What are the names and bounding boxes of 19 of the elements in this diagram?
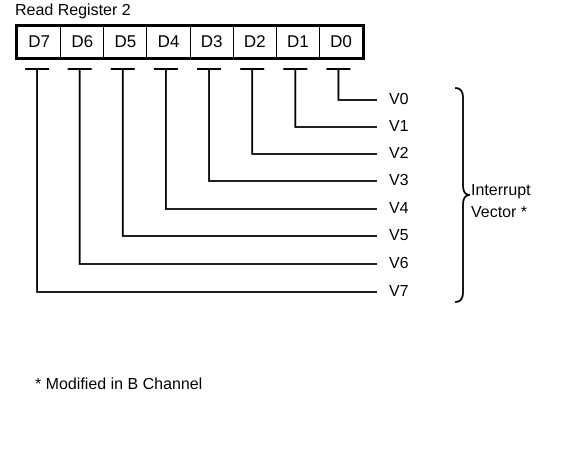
vector-bit-label: V2 bbox=[377, 145, 409, 163]
register-bit-cell: D7 bbox=[18, 27, 60, 57]
footnote: * Modified in B Channel bbox=[35, 376, 202, 394]
vector-bit-label: V1 bbox=[377, 118, 409, 136]
vector-bit-label: V7 bbox=[377, 283, 409, 301]
vector-bit-label: V6 bbox=[377, 255, 409, 273]
vector-bit-label: V0 bbox=[377, 91, 409, 109]
register-bit-cell: D6 bbox=[60, 27, 104, 57]
register-bit-cell: D5 bbox=[103, 27, 146, 57]
register-bit-cell: D2 bbox=[232, 27, 276, 57]
vector-bit-label: V5 bbox=[377, 227, 409, 245]
register-bit-cell: D1 bbox=[276, 27, 319, 57]
register-bit-cell: D4 bbox=[146, 27, 190, 57]
register-bit-cell: D3 bbox=[190, 27, 233, 57]
register-heading: Read Register 2 bbox=[15, 2, 131, 20]
vector-bit-label: V3 bbox=[377, 172, 409, 190]
register-bit-cell: D0 bbox=[318, 27, 362, 57]
brace-label: Interrupt Vector * bbox=[471, 181, 532, 223]
vector-bit-label: V4 bbox=[377, 200, 409, 218]
